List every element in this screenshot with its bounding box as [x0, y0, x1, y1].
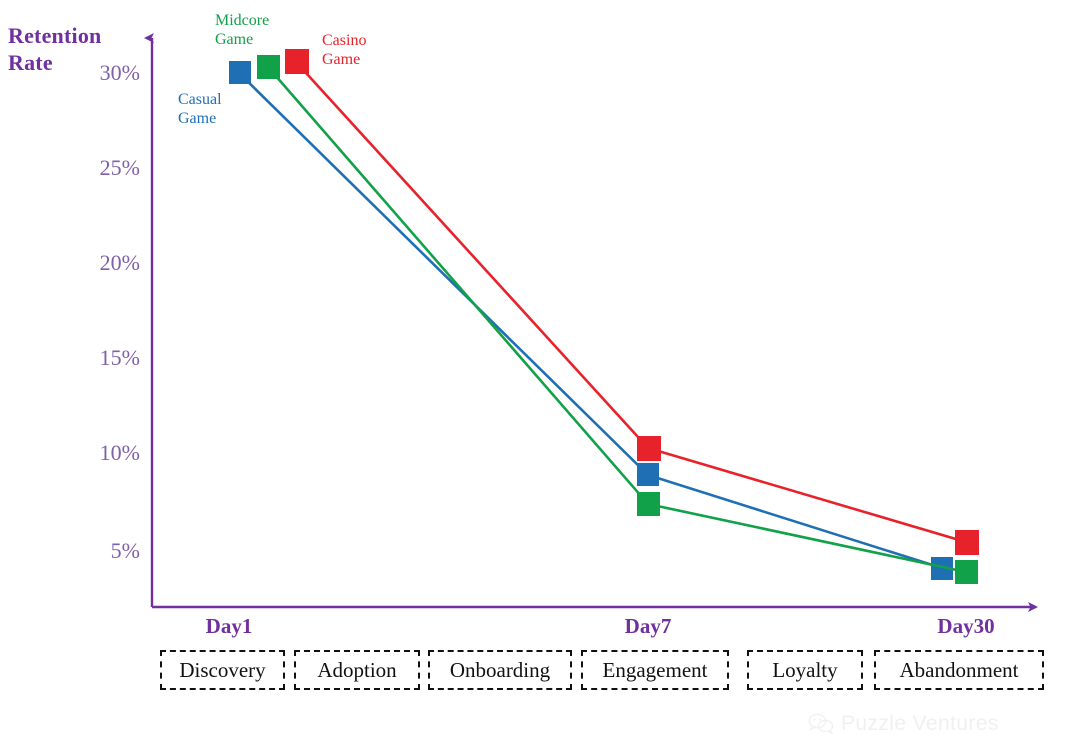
stage-box-engagement[interactable]: Engagement: [581, 650, 729, 690]
casual-label-line-2: Game: [178, 110, 217, 127]
series-annotation-casino-game: Casino Game: [322, 31, 366, 69]
series-casino-game: [285, 49, 979, 555]
series-line-casual-game: [238, 72, 943, 570]
stage-box-abandonment[interactable]: Abandonment: [874, 650, 1044, 690]
y-tick-label: 20%: [99, 250, 140, 275]
data-point-midcore-day7: [637, 492, 660, 516]
x-tick-label-day1: Day1: [205, 614, 253, 638]
lifecycle-stage-row: Discovery Adoption Onboarding Engagement…: [0, 650, 1080, 694]
casual-label-line-1: Casual: [178, 91, 222, 108]
y-tick-label: 5%: [110, 538, 140, 563]
data-point-casual-day1: [229, 61, 251, 84]
axis-title-line-2: Rate: [8, 50, 53, 75]
stage-box-adoption[interactable]: Adoption: [294, 650, 420, 690]
casino-label-line-2: Game: [322, 51, 361, 68]
data-point-midcore-day30: [955, 560, 978, 584]
y-axis-tick-labels: 30% 25% 20% 15% 10% 5%: [46, 0, 140, 753]
series-casual-game: [229, 61, 953, 580]
stage-box-loyalty[interactable]: Loyalty: [747, 650, 863, 690]
data-point-casino-day7: [637, 436, 661, 461]
data-point-midcore-day1: [257, 55, 280, 79]
y-tick-label: 15%: [99, 345, 140, 370]
y-tick-label: 30%: [99, 60, 140, 85]
stage-box-onboarding[interactable]: Onboarding: [428, 650, 572, 690]
axis-title-line-1: Retention: [8, 23, 102, 48]
x-tick-label-day7: Day7: [624, 614, 672, 638]
casino-label-line-1: Casino: [322, 32, 367, 49]
data-point-casual-day30: [931, 557, 953, 580]
y-tick-label: 10%: [99, 440, 140, 465]
series-annotation-casual-game: Casual Game: [178, 90, 222, 128]
midcore-label-line-2: Game: [215, 31, 254, 48]
data-point-casual-day7: [637, 463, 659, 486]
stage-box-discovery[interactable]: Discovery: [160, 650, 285, 690]
y-tick-label: 25%: [99, 155, 140, 180]
series-annotation-midcore-game: Midcore Game: [215, 11, 269, 49]
chart-axis-title: Retention Rate: [8, 22, 138, 76]
data-point-casino-day30: [955, 530, 979, 555]
x-tick-label-day30: Day30: [937, 614, 995, 638]
data-point-casino-day1: [285, 49, 309, 74]
series-midcore-game: [257, 55, 978, 584]
series-line-midcore-game: [267, 66, 967, 574]
series-line-casino-game: [295, 61, 967, 544]
midcore-label-line-1: Midcore: [215, 12, 270, 29]
